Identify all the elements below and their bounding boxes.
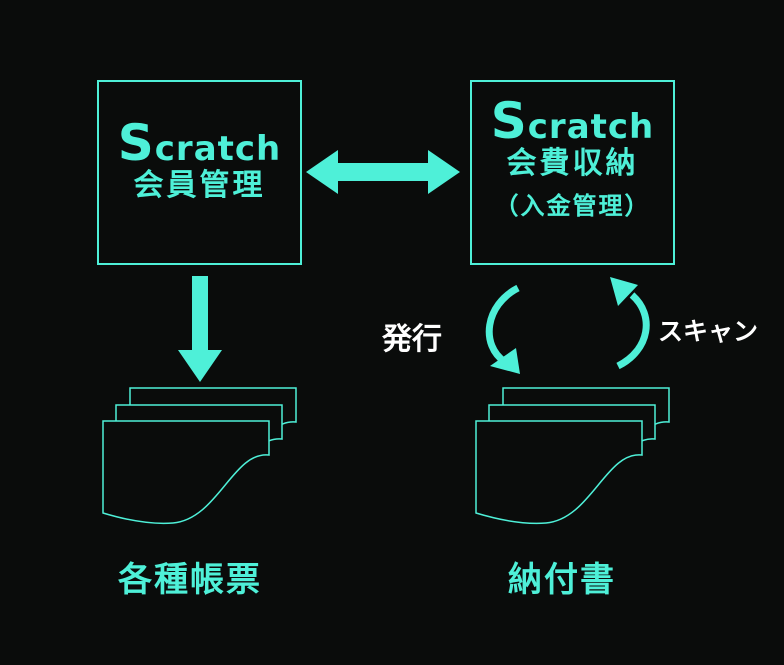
documents-left-label: 各種帳票 xyxy=(118,560,262,600)
documents-right-label: 納付書 xyxy=(508,560,616,600)
box-title: 会費収納 xyxy=(506,146,639,181)
documents-stack-right xyxy=(475,387,670,525)
brand-initial: S xyxy=(117,114,155,172)
documents-stack-left xyxy=(102,387,297,525)
double-arrow xyxy=(306,150,460,194)
issue-arrow xyxy=(485,284,520,374)
scan-label: スキャン xyxy=(658,317,759,346)
scan-arrow xyxy=(610,277,650,370)
brand-rest: cratch xyxy=(527,107,655,147)
brand-name: Scratch xyxy=(99,118,300,168)
brand-name: Scratch xyxy=(472,96,673,146)
down-arrow xyxy=(178,276,222,382)
fee-collection-box: Scratch 会費収納 （入金管理） xyxy=(470,80,675,265)
brand-initial: S xyxy=(490,92,528,150)
box-title: 会員管理 xyxy=(133,168,266,203)
box-subtitle: （入金管理） xyxy=(494,192,651,220)
issue-label: 発行 xyxy=(382,322,442,357)
member-management-box: Scratch 会員管理 xyxy=(97,80,302,265)
brand-rest: cratch xyxy=(154,129,282,169)
